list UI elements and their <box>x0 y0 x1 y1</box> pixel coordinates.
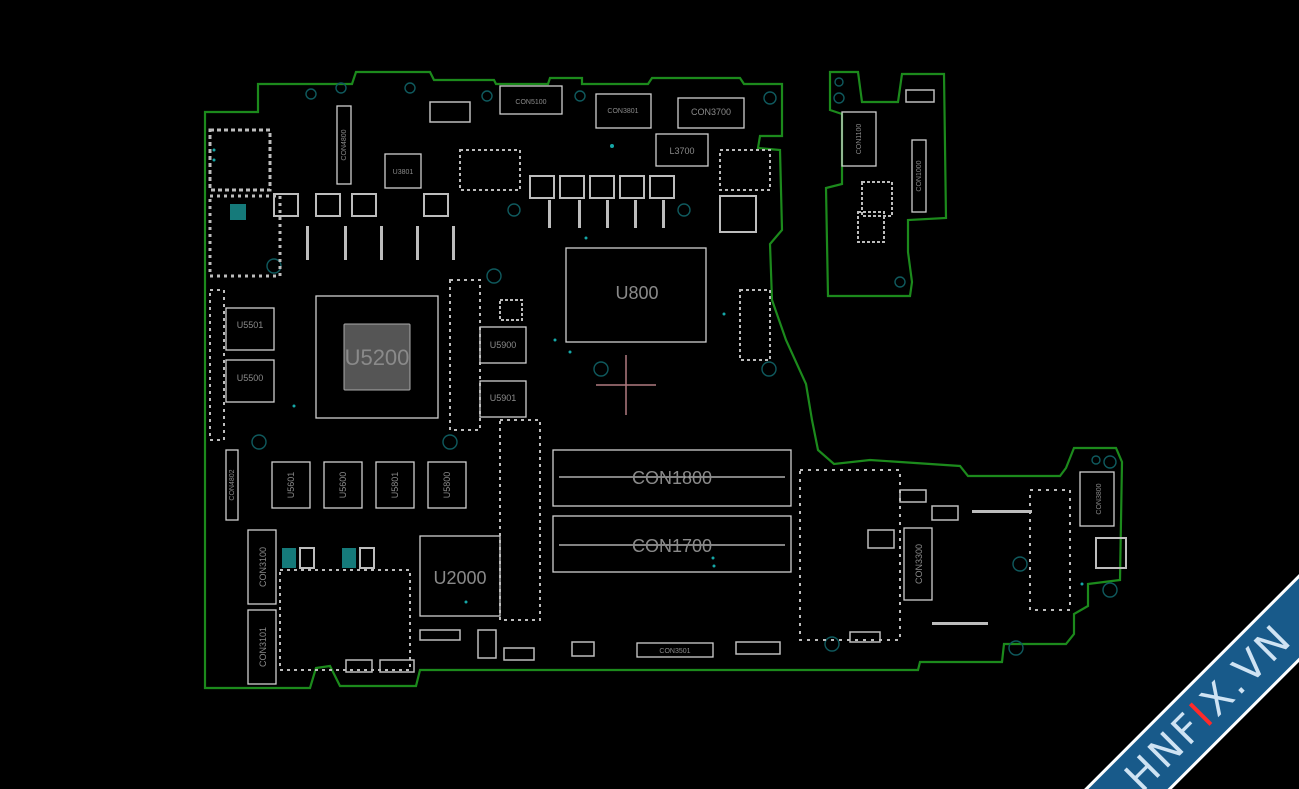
connector-con4800[interactable]: CON4800 <box>336 105 352 185</box>
svg-text:CON5100: CON5100 <box>515 99 546 106</box>
hnfix-watermark: HNFIX.VN <box>1059 549 1299 789</box>
cpu-label: U800 <box>615 283 658 303</box>
svg-text:CON1000: CON1000 <box>916 160 923 191</box>
svg-text:L3700: L3700 <box>669 146 694 156</box>
connector-con1000[interactable]: CON1000 <box>911 139 927 213</box>
inductor-l3700[interactable]: L3700 <box>655 133 709 167</box>
connector-con5100[interactable]: CON5100 <box>499 85 563 115</box>
main-board-outline <box>203 70 1124 690</box>
vram-u5800[interactable]: U5800 <box>427 461 467 509</box>
svg-text:U5501: U5501 <box>237 320 264 330</box>
chip-u3801[interactable]: U3801 <box>384 153 422 189</box>
connector-con3501[interactable]: CON3501 <box>636 642 714 658</box>
vram-u5901[interactable]: U5901 <box>479 380 527 418</box>
svg-text:CON3501: CON3501 <box>659 648 690 655</box>
svg-text:CON1100: CON1100 <box>856 124 863 155</box>
connector-con3100[interactable]: CON3100 <box>247 529 277 605</box>
testpoints <box>212 144 1084 604</box>
dimm-con1800[interactable]: CON1800 <box>552 449 792 507</box>
svg-text:CON3801: CON3801 <box>607 108 638 115</box>
crosshair-cursor <box>596 355 656 415</box>
svg-text:CON1700: CON1700 <box>632 536 712 556</box>
svg-text:U5500: U5500 <box>237 373 264 383</box>
pch-label: U2000 <box>433 568 486 588</box>
connector-con3801[interactable]: CON3801 <box>595 93 652 129</box>
mounting-holes <box>251 77 1118 656</box>
svg-text:CON3700: CON3700 <box>691 107 731 117</box>
svg-text:CON4800: CON4800 <box>341 129 348 160</box>
svg-text:U5901: U5901 <box>490 393 517 403</box>
svg-text:U5800: U5800 <box>442 472 452 499</box>
svg-text:CON3100: CON3100 <box>258 547 268 587</box>
watermark-text: HNFIX.VN <box>1116 615 1299 789</box>
connector-con4802[interactable]: CON4802 <box>225 449 239 521</box>
vram-u5501[interactable]: U5501 <box>225 307 275 351</box>
gpu-u5200[interactable]: U5200 <box>315 295 439 419</box>
vram-u5600[interactable]: U5600 <box>323 461 363 509</box>
svg-text:CON1800: CON1800 <box>632 468 712 488</box>
watermark-band: HNFIX.VN <box>1059 551 1299 789</box>
svg-text:CON3300: CON3300 <box>914 544 924 584</box>
vram-u5801[interactable]: U5801 <box>375 461 415 509</box>
vram-u5601[interactable]: U5601 <box>271 461 311 509</box>
svg-text:U5900: U5900 <box>490 340 517 350</box>
connector-con3800[interactable]: CON3800 <box>1079 471 1115 527</box>
connector-con3700[interactable]: CON3700 <box>677 97 745 129</box>
daughter-board-outline <box>824 70 948 298</box>
passive-components <box>208 89 1127 673</box>
connector-con3101[interactable]: CON3101 <box>247 609 277 685</box>
svg-text:CON4802: CON4802 <box>229 469 236 500</box>
svg-text:U5801: U5801 <box>390 472 400 499</box>
vram-u5900[interactable]: U5900 <box>479 326 527 364</box>
vram-u5500[interactable]: U5500 <box>225 359 275 403</box>
connector-con1100[interactable]: CON1100 <box>841 111 877 167</box>
svg-text:CON3101: CON3101 <box>258 627 268 667</box>
svg-text:U3801: U3801 <box>393 169 414 176</box>
svg-text:U5600: U5600 <box>338 472 348 499</box>
svg-text:CON3800: CON3800 <box>1096 483 1103 514</box>
connector-con3300[interactable]: CON3300 <box>903 527 933 601</box>
gpu-label: U5200 <box>345 345 410 370</box>
dimm-con1700[interactable]: CON1700 <box>552 515 792 573</box>
pch-u2000[interactable]: U2000 <box>419 535 501 617</box>
svg-text:U5601: U5601 <box>286 472 296 499</box>
cpu-u800[interactable]: U800 <box>565 247 707 343</box>
